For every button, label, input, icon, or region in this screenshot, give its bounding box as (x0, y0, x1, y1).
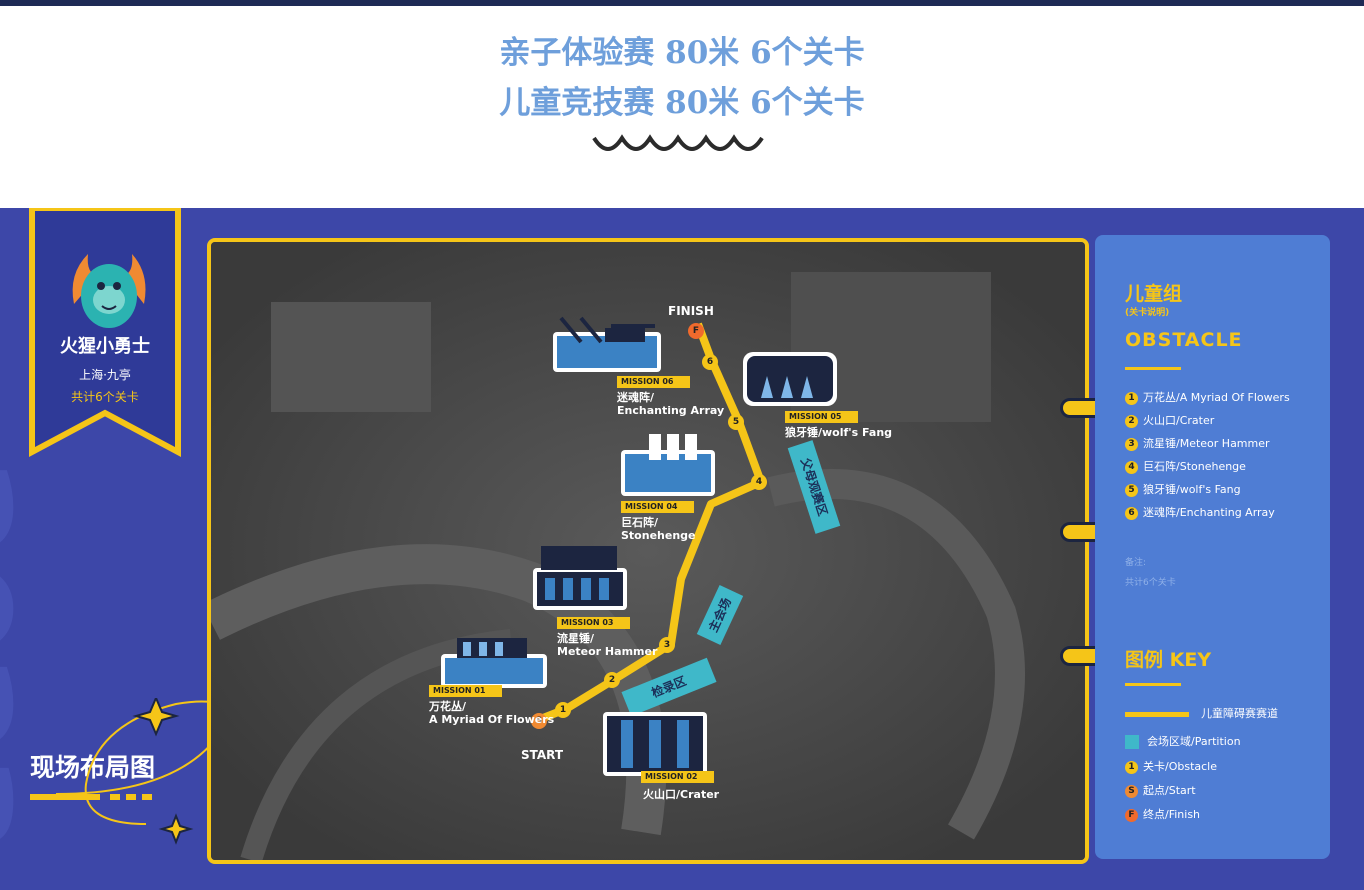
mission-1-tag: MISSION 01 (429, 685, 502, 697)
divider-line (1125, 683, 1181, 686)
map-frame: 检录区 主会场 父母观赛区 S 1 2 3 4 5 6 F START FINI… (207, 238, 1089, 864)
mission-6-name-en: Enchanting Array (617, 404, 725, 417)
start-circle-icon: S (1125, 784, 1138, 798)
mission-3-name-cn: 流星锤/ (557, 632, 595, 645)
group-title: 儿童组 (1125, 283, 1183, 305)
mission-1-name-cn: 万花丛/ (429, 700, 467, 713)
finish-label: FINISH (668, 304, 714, 318)
key-item-route: 儿童障碍赛赛道 (1125, 705, 1278, 721)
group-subtitle: (关卡说明) (1125, 308, 1170, 318)
mission-4-name-cn: 巨石阵/ (621, 516, 659, 529)
finish-circle-icon: F (1125, 808, 1138, 822)
note-label: 备注: (1125, 558, 1147, 568)
site-layout-poster: 2023 火猩小勇士 上海·九亭 共计6个关卡 现场布局图 (0, 208, 1364, 890)
race-route-line (536, 322, 765, 724)
checkpoint-finish-icon: F (688, 323, 704, 339)
checkpoint-1-icon: 1 (555, 702, 571, 718)
wave-divider-icon (592, 134, 764, 151)
obstacle-title: OBSTACLE (1125, 329, 1243, 351)
mission-2-name-cn: 火山口/Crater (643, 788, 720, 801)
obstacle-number-icon: 1 (1125, 391, 1138, 405)
mission-3-name-en: Meteor Hammer (557, 645, 658, 658)
mission-1-name-en: A Myriad Of Flowers (429, 713, 555, 726)
key-title: 图例 KEY (1125, 649, 1212, 671)
note-text: 共计6个关卡 (1125, 578, 1176, 588)
mission-5-tag: MISSION 05 (785, 411, 858, 423)
header: 亲子体验赛 80米 6个关卡 儿童竞技赛 80米 6个关卡 (0, 28, 1364, 128)
checkpoint-6-icon: 6 (702, 354, 718, 370)
checkpoint-2-icon: 2 (604, 672, 620, 688)
mission-6-tag: MISSION 06 (617, 376, 690, 388)
mission-5-name-cn: 狼牙锤/wolf's Fang (785, 426, 893, 439)
decorative-swirl-stars (30, 698, 229, 845)
banner-title: 火猩小勇士 (60, 336, 150, 357)
checkpoint-5-icon: 5 (728, 414, 744, 430)
top-border-bar (0, 0, 1364, 6)
banner-count: 共计6个关卡 (71, 390, 139, 404)
obstacle-number-icon: 4 (1125, 460, 1138, 474)
mission-6-name-cn: 迷魂阵/ (617, 391, 655, 404)
layout-title: 现场布局图 (30, 753, 156, 782)
divider-line (1125, 367, 1181, 370)
checkpoint-4-icon: 4 (751, 474, 767, 490)
route-line-icon (1125, 711, 1189, 717)
key-item-partition: 会场区域/Partition (1125, 733, 1241, 749)
mission-3-tag: MISSION 03 (557, 617, 630, 629)
obstacle-number-icon: 5 (1125, 483, 1138, 497)
obstacle-1-illustration-icon (441, 638, 547, 688)
obstacle-5-illustration-icon (743, 352, 837, 406)
obstacle-6-illustration-icon (553, 316, 661, 372)
gorilla-mascot-icon (72, 254, 146, 328)
banner-location: 上海·九亭 (79, 368, 131, 382)
obstacle-circle-icon: 1 (1125, 760, 1138, 774)
obstacle-number-icon: 2 (1125, 414, 1138, 428)
obstacle-3-illustration-icon (533, 546, 627, 610)
header-line-2: 儿童竞技赛 80米 6个关卡 (499, 85, 865, 121)
mission-2-tag: MISSION 02 (641, 771, 714, 783)
checkpoint-3-icon: 3 (659, 637, 675, 653)
obstacle-number-icon: 3 (1125, 437, 1138, 451)
start-label: START (521, 748, 564, 762)
obstacle-number-icon: 6 (1125, 506, 1138, 520)
checkpoint-start-icon: S (531, 713, 547, 729)
header-line-1: 亲子体验赛 80米 6个关卡 (499, 35, 865, 71)
mission-4-tag: MISSION 04 (621, 501, 694, 513)
mission-4-name-en: Stonehenge (621, 529, 696, 542)
obstacle-4-illustration-icon (621, 434, 715, 496)
obstacle-2-illustration-icon (603, 712, 707, 776)
zone-square-icon (1125, 735, 1139, 749)
